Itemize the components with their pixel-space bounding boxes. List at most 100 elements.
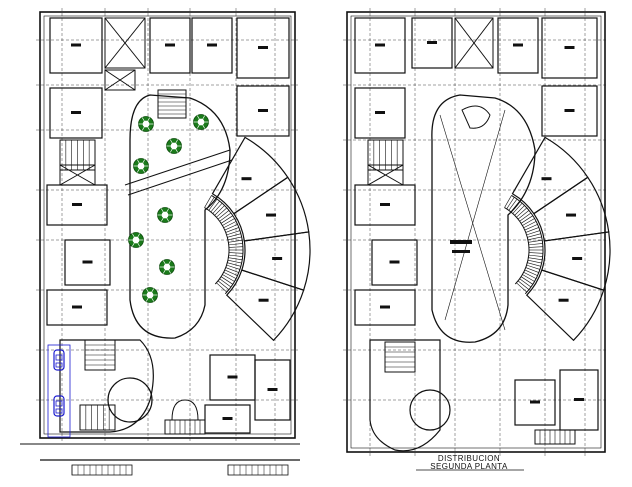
stair-step bbox=[214, 205, 225, 216]
stair-step bbox=[512, 202, 523, 214]
stair-step bbox=[223, 271, 237, 279]
stair-step bbox=[516, 207, 528, 218]
room bbox=[254, 359, 291, 421]
room-label bbox=[72, 305, 82, 309]
tree-branch bbox=[162, 260, 168, 268]
room-label bbox=[380, 305, 390, 309]
tree-branch bbox=[140, 159, 146, 167]
tree-branch bbox=[160, 214, 166, 222]
car-rear bbox=[55, 408, 63, 414]
stair-step bbox=[525, 227, 539, 233]
stair-step bbox=[528, 254, 543, 257]
atrium bbox=[431, 94, 536, 343]
stair-step bbox=[522, 218, 535, 226]
parked-car bbox=[53, 395, 65, 417]
stair-step bbox=[223, 221, 237, 229]
room-label bbox=[558, 298, 569, 302]
tree-branch bbox=[166, 266, 172, 274]
room bbox=[371, 239, 418, 286]
stair-step bbox=[514, 205, 525, 216]
room-label bbox=[71, 111, 81, 114]
car-rear bbox=[55, 362, 63, 368]
tree-branch bbox=[135, 233, 141, 241]
caption-subtitle: SEGUNDA PLANTA bbox=[430, 462, 508, 471]
room-label bbox=[380, 203, 390, 206]
shaft bbox=[454, 17, 494, 69]
stair-step bbox=[204, 195, 212, 208]
stair-step bbox=[222, 218, 235, 226]
room-label bbox=[375, 43, 385, 47]
room-label bbox=[267, 388, 278, 391]
tree-branch bbox=[136, 159, 142, 167]
stair-step bbox=[217, 280, 230, 290]
room bbox=[191, 17, 233, 74]
stair-step bbox=[228, 243, 243, 246]
tree-branch bbox=[200, 115, 206, 123]
room bbox=[354, 289, 416, 326]
atrium bbox=[129, 94, 231, 339]
stair bbox=[157, 89, 187, 119]
stair-step bbox=[206, 197, 215, 210]
stair-step bbox=[225, 227, 239, 233]
lower-block bbox=[369, 339, 441, 452]
stair-step bbox=[506, 197, 515, 210]
room-label bbox=[272, 256, 283, 260]
void-label bbox=[452, 250, 470, 253]
tree-branch bbox=[145, 288, 151, 296]
tree-branch bbox=[196, 121, 202, 129]
stair-step bbox=[212, 202, 223, 214]
room bbox=[411, 17, 453, 69]
room-label bbox=[389, 260, 400, 264]
stair-step bbox=[228, 252, 243, 254]
stair-step bbox=[519, 212, 532, 222]
shaft bbox=[367, 164, 404, 186]
stair-arc bbox=[204, 207, 230, 285]
stair-step bbox=[525, 267, 539, 273]
stair-step bbox=[228, 239, 243, 243]
stair-step bbox=[516, 282, 528, 293]
tree-branch bbox=[131, 233, 137, 241]
stair-step bbox=[520, 276, 533, 285]
stair-step bbox=[219, 212, 232, 222]
ramp bbox=[124, 149, 233, 196]
tree-branch bbox=[141, 117, 147, 125]
room bbox=[559, 369, 599, 431]
void-balcony bbox=[461, 105, 491, 129]
tree-branch bbox=[145, 294, 151, 302]
curved-room bbox=[525, 269, 605, 342]
caption-title: DISTRIBUCION bbox=[437, 454, 501, 463]
room bbox=[204, 404, 251, 434]
outer-wall bbox=[39, 11, 296, 439]
stair-step bbox=[216, 282, 228, 293]
tree-branch bbox=[166, 260, 172, 268]
lower-block bbox=[59, 339, 154, 433]
tree-branch bbox=[149, 294, 155, 302]
room-label bbox=[375, 111, 385, 114]
room-label bbox=[266, 213, 277, 217]
tree-branch bbox=[131, 239, 137, 247]
void-diagonal bbox=[444, 109, 506, 321]
stair-step bbox=[222, 274, 235, 282]
stair-step bbox=[528, 239, 543, 243]
left-plan bbox=[36, 8, 311, 442]
tree-branch bbox=[169, 139, 175, 147]
stair-arc bbox=[511, 195, 544, 295]
room-label bbox=[258, 298, 269, 302]
stair-step bbox=[228, 254, 243, 257]
room-label bbox=[572, 256, 583, 260]
right-plan bbox=[343, 8, 611, 456]
tree-branch bbox=[136, 165, 142, 173]
room-label bbox=[207, 43, 217, 47]
curved-room bbox=[233, 176, 310, 242]
tree-branch bbox=[141, 123, 147, 131]
stair-step bbox=[226, 230, 241, 236]
void-diagonal bbox=[439, 114, 506, 331]
stair-step bbox=[219, 278, 232, 288]
tree-branch bbox=[162, 266, 168, 274]
inner-wall bbox=[350, 15, 602, 449]
room-label bbox=[258, 109, 268, 112]
stair-step bbox=[528, 257, 543, 261]
stair-step bbox=[527, 236, 542, 241]
room bbox=[354, 87, 406, 139]
